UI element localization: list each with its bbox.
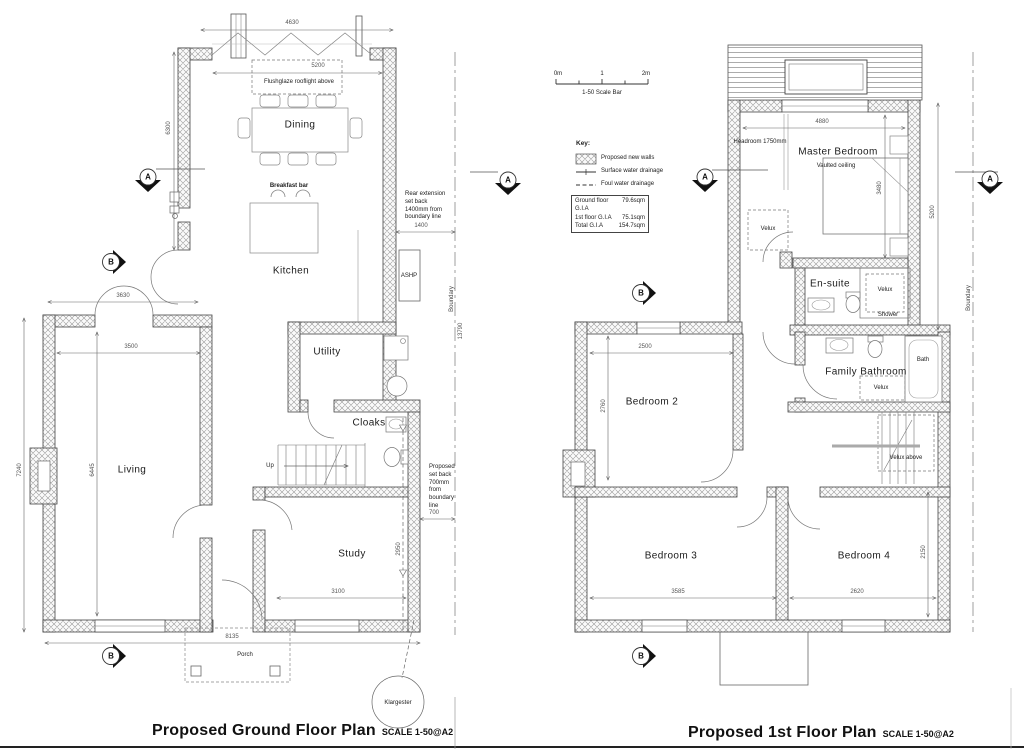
page-title-ground-scale: SCALE 1-50@A2 xyxy=(381,727,454,737)
room-label-master: Master Bedroom xyxy=(798,146,878,158)
front-setback-note: Proposed set back 700mm from boundary li… xyxy=(429,464,455,509)
room-label-cloaks: Cloaks xyxy=(352,417,386,429)
ground-floor-title-block: Proposed Ground Floor Plan SCALE 1-50@A2 xyxy=(152,722,453,740)
scalebar-mid: 1 xyxy=(600,71,604,77)
porch-label: Porch xyxy=(237,652,253,658)
dim-bed3-w: 3585 xyxy=(671,589,685,595)
room-label-utility: Utility xyxy=(313,346,341,358)
dim-extension-h: 6300 xyxy=(166,121,172,135)
area-row-name: Ground floor G.I.A xyxy=(575,198,609,213)
section-marker-b: B xyxy=(108,257,114,267)
dim-front-offset: 700 xyxy=(428,510,440,516)
dim-living-doors: 3630 xyxy=(116,293,130,299)
ashp-label: ASHP xyxy=(400,273,418,279)
velux-label-master: Velux xyxy=(760,226,776,232)
boundary-label-first: Boundary xyxy=(966,285,972,311)
dim-bed-zone-h: 3480 xyxy=(877,181,883,195)
stairs-up-label: Up xyxy=(266,463,274,469)
page-title-first: Proposed 1st Floor Plan xyxy=(688,724,877,741)
dim-rear-offset: 1400 xyxy=(414,223,428,229)
scalebar-start: 0m xyxy=(553,71,563,77)
section-marker-a: A xyxy=(987,174,993,184)
key-item-foul-water: Foul water drainage xyxy=(601,181,655,187)
dim-opening-top: 4630 xyxy=(285,20,299,26)
area-row-value: 79.6sqm xyxy=(621,198,645,204)
table-row: Ground floor G.I.A 79.6sqm xyxy=(575,197,645,214)
area-row-value: 75.1sqm xyxy=(621,214,645,221)
rooflight-label: Flushglaze rooflight above xyxy=(263,79,335,85)
area-row-name: Total G.I.A xyxy=(575,223,604,230)
dim-master-w: 4880 xyxy=(815,119,829,125)
room-label-kitchen: Kitchen xyxy=(272,265,310,277)
scalebar-label: 1-50 Scale Bar xyxy=(582,90,622,96)
breakfast-bar-label: Breakfast bar xyxy=(269,183,309,189)
table-row: 1st floor G.I.A 75.1sqm xyxy=(575,214,645,222)
room-label-bedroom3: Bedroom 3 xyxy=(644,550,698,562)
shower-label: Shower xyxy=(877,312,899,318)
velux-label-ensuite: Velux xyxy=(877,287,893,293)
section-marker-b: B xyxy=(638,651,644,661)
dim-living-w: 3500 xyxy=(124,344,138,350)
dim-study-w: 3100 xyxy=(331,589,345,595)
section-marker-b: B xyxy=(638,288,644,298)
page-title-first-scale: SCALE 1-50@A2 xyxy=(882,729,954,739)
page-title-ground: Proposed Ground Floor Plan xyxy=(152,722,376,739)
key-item-surface-water: Surface water drainage xyxy=(601,168,664,174)
room-label-living: Living xyxy=(117,464,147,476)
velux-label-bathroom: Velux xyxy=(873,385,889,391)
scalebar-end: 2m xyxy=(641,71,651,77)
section-marker-a: A xyxy=(145,172,151,182)
dim-study-h: 2950 xyxy=(396,542,402,556)
dim-bed2-w: 2500 xyxy=(638,344,652,350)
room-label-ensuite: En-suite xyxy=(810,278,850,290)
dim-living-h: 6445 xyxy=(90,463,96,477)
table-row: Total G.I.A 154.7sqm xyxy=(575,222,645,230)
first-floor-title-block: Proposed 1st Floor Plan SCALE 1-50@A2 xyxy=(688,724,954,742)
vaulted-ceiling-label: Vaulted ceiling xyxy=(816,163,856,169)
room-label-dining: Dining xyxy=(284,119,316,131)
rear-setback-note: Rear extension set back 1400mm from boun… xyxy=(405,191,446,221)
dim-boundary-len: 13790 xyxy=(458,322,464,340)
room-label-study: Study xyxy=(338,548,366,560)
section-marker-a: A xyxy=(505,175,511,185)
dim-bed4-h: 2150 xyxy=(921,545,927,559)
dim-overall-w: 8135 xyxy=(225,634,239,640)
headroom-label: Headroom 1750mm xyxy=(733,139,787,145)
key-title: Key: xyxy=(576,140,591,147)
dim-overall-h: 7240 xyxy=(17,463,23,477)
room-label-family-bathroom: Family Bathroom xyxy=(825,366,907,378)
key-item-walls: Proposed new walls xyxy=(601,155,655,161)
dim-bed4-w: 2620 xyxy=(850,589,864,595)
area-schedule-table: Ground floor G.I.A 79.6sqm 1st floor G.I… xyxy=(571,195,649,233)
section-marker-b: B xyxy=(108,651,114,661)
room-label-bedroom4: Bedroom 4 xyxy=(837,550,891,562)
dim-master-block-h: 5200 xyxy=(930,205,936,219)
boundary-label-ground: Boundary xyxy=(449,286,455,312)
area-row-value: 154.7sqm xyxy=(618,223,645,230)
velux-above-label: Velux above xyxy=(889,455,923,461)
area-row-name: 1st floor G.I.A xyxy=(575,214,612,221)
room-label-bedroom2: Bedroom 2 xyxy=(625,396,679,408)
bath-label: Bath xyxy=(916,357,930,363)
section-marker-a: A xyxy=(702,172,708,182)
dim-bed2-h: 2760 xyxy=(601,399,607,413)
klargester-label: Klargester xyxy=(384,700,412,706)
dim-rooflight: 5200 xyxy=(311,63,325,69)
